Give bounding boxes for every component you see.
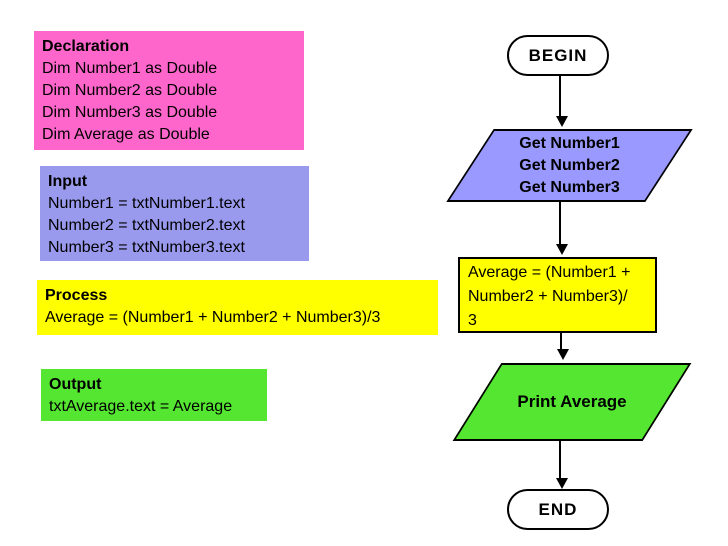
begin-terminator-shape: BEGIN	[507, 35, 609, 76]
get-numbers-line: Get Number1	[519, 134, 620, 152]
input-note-title: Input	[48, 173, 88, 190]
begin-label: BEGIN	[528, 45, 588, 65]
print-average-parallelogram: Print Average	[452, 363, 692, 441]
print-average-text: Print Average	[452, 363, 692, 441]
end-terminator-shape: END	[507, 489, 609, 530]
output-note: Output txtAverage.text = Average	[41, 369, 267, 421]
flow-arrow-begin-to-input	[556, 75, 568, 127]
average-process-line: Number2 + Number3)/	[468, 288, 628, 305]
output-note-line: txtAverage.text = Average	[49, 398, 233, 415]
declaration-note-line: Dim Number2 as Double	[42, 82, 218, 99]
end-label: END	[538, 499, 578, 519]
flow-arrow-output-to-end	[556, 441, 568, 489]
declaration-note-line: Dim Average as Double	[42, 126, 210, 143]
input-note-line: Number1 = txtNumber1.text	[48, 195, 245, 212]
input-note: Input Number1 = txtNumber1.text Number2 …	[40, 166, 309, 261]
flow-arrow-input-to-process	[556, 202, 568, 255]
input-note-line: Number3 = txtNumber3.text	[48, 239, 245, 256]
average-process-line: Average = (Number1 +	[468, 264, 631, 281]
declaration-note-title: Declaration	[42, 38, 130, 55]
process-note: Process Average = (Number1 + Number2 + N…	[37, 280, 438, 335]
process-note-title: Process	[45, 287, 108, 304]
print-average-label: Print Average	[517, 392, 627, 411]
average-process-line: 3	[468, 312, 477, 329]
input-note-line: Number2 = txtNumber2.text	[48, 217, 245, 234]
declaration-note: Declaration Dim Number1 as Double Dim Nu…	[34, 31, 304, 150]
average-process-box: Average = (Number1 + Number2 + Number3)/…	[458, 257, 657, 333]
get-numbers-text: Get Number1 Get Number2 Get Number3	[446, 129, 693, 202]
get-numbers-line: Get Number2	[519, 156, 620, 174]
get-numbers-parallelogram: Get Number1 Get Number2 Get Number3	[446, 129, 693, 202]
declaration-note-line: Dim Number3 as Double	[42, 104, 218, 121]
process-note-line: Average = (Number1 + Number2 + Number3)/…	[45, 309, 381, 326]
declaration-note-line: Dim Number1 as Double	[42, 60, 218, 77]
get-numbers-line: Get Number3	[519, 178, 620, 196]
flow-arrow-process-to-output	[557, 333, 569, 360]
output-note-title: Output	[49, 376, 102, 393]
